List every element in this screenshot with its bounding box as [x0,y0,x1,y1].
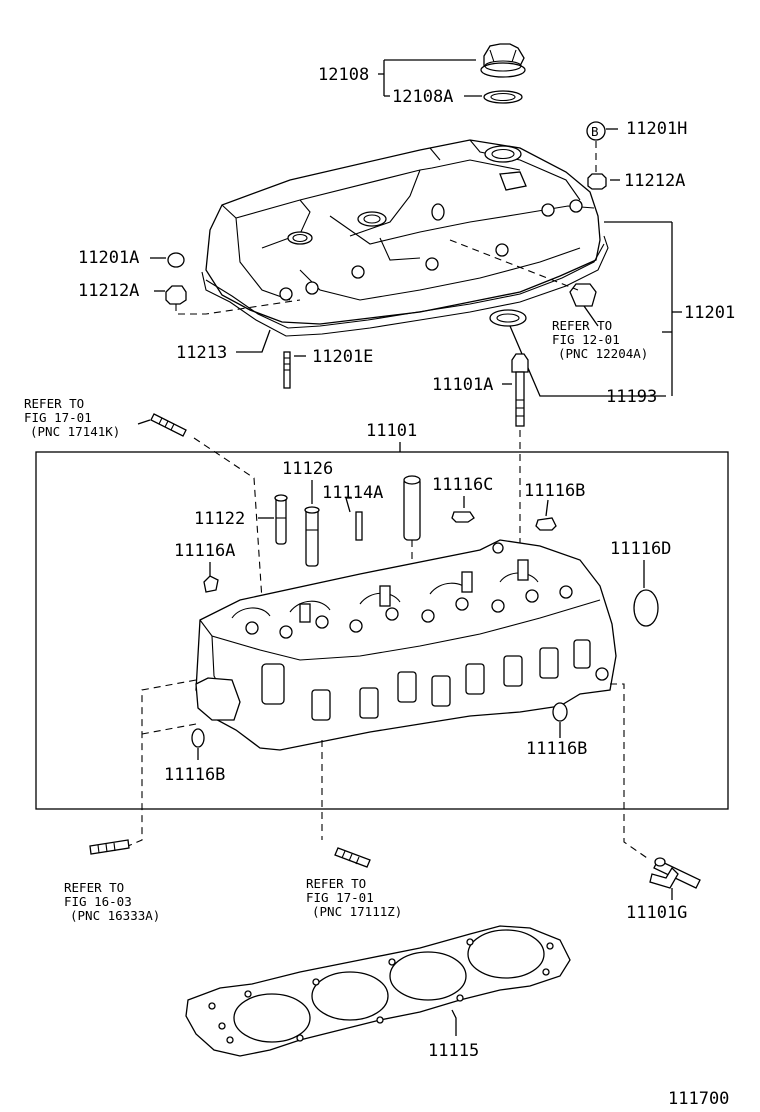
part-label-11201h: 11201H [626,119,687,139]
reference-fig16: REFER TO FIG 16-03 (PNC 16333A) [64,880,160,923]
plug-11116c-drawing [451,511,475,523]
valve-guide-11126-drawing [304,506,320,567]
assembly-11201-bracket [509,221,682,397]
part-label-11122: 11122 [194,509,245,529]
pin-11114a-drawing [355,511,363,541]
bolt-11101a-drawing [511,353,529,427]
plug-11116b-left-drawing [191,728,205,748]
reference-fig17b-line1: REFER TO [306,876,366,891]
reference-fig17-111z: REFER TO FIG 17-01 (PNC 17111Z) [306,876,402,919]
b-marker-label: B [591,124,599,139]
stud-17141k-drawing [150,413,187,437]
part-label-11116a: 11116A [174,541,235,561]
part-label-11101g: 11101G [626,903,687,923]
cylinder-head-body-drawing [195,539,617,751]
grommet-top-drawing [587,173,607,190]
part-label-11116d: 11116D [610,539,671,559]
part-label-11201e: 11201E [312,347,373,367]
reference-fig12-line3: (PNC 12204A) [558,346,648,361]
head-gasket-11115-drawing [185,925,571,1057]
reference-fig17a-line3: (PNC 17141K) [30,424,120,439]
reference-fig17b-line3: (PNC 17111Z) [312,904,402,919]
seal-11193-drawing [489,309,527,327]
cap-nut-left-drawing [167,252,185,268]
reference-fig12: REFER TO FIG 12-01 (PNC 12204A) [552,318,648,361]
union-11101g-drawing [649,857,701,889]
part-label-11212a-top: 11212A [624,171,685,191]
plug-11116b-right-drawing [552,702,568,722]
part-label-11101a: 11101A [432,375,493,395]
part-label-11116b-left: 11116B [164,765,225,785]
part-label-11193: 11193 [606,387,657,407]
part-label-11101: 11101 [366,421,417,441]
part-label-11116b-right: 11116B [526,739,587,759]
stud-11201e-drawing [283,351,291,389]
reference-fig17a-line1: REFER TO [24,396,84,411]
part-label-11126: 11126 [282,459,333,479]
part-label-11115: 11115 [428,1041,479,1061]
part-label-11201: 11201 [684,303,735,323]
part-label-11116c: 11116C [432,475,493,495]
reference-fig17-141k: REFER TO FIG 17-01 (PNC 17141K) [24,396,120,439]
stud-17111z-drawing [334,847,371,868]
reference-fig12-line1: REFER TO [552,318,612,333]
cap-leader-lines [378,59,482,97]
reference-fig17b-line2: FIG 17-01 [306,890,374,905]
oil-fill-grommet-drawing [569,283,597,307]
part-label-11116b-top: 11116B [524,481,585,501]
part-label-11213: 11213 [176,343,227,363]
plug-11116d-drawing [633,589,659,627]
part-label-12108a: 12108A [392,87,453,107]
reference-fig12-line2: FIG 12-01 [552,332,620,347]
diagram-id: 111700 [668,1089,729,1109]
part-label-11201a: 11201A [78,248,139,268]
plug-11116a-drawing [203,575,219,593]
b-marker-circle [586,121,606,141]
sleeve-tube-drawing [403,475,421,541]
reference-fig16-line3: (PNC 16333A) [70,908,160,923]
reference-fig16-line2: FIG 16-03 [64,894,132,909]
grommet-left-drawing [165,285,187,305]
part-label-12108: 12108 [318,65,369,85]
plug-11116b-top-drawing [535,517,557,531]
part-label-11212a-left: 11212A [78,281,139,301]
cylinder-head-assembly-box [35,451,729,810]
reference-fig17a-line2: FIG 17-01 [24,410,92,425]
stud-16333a-drawing [89,839,130,855]
part-label-11114a: 11114A [322,483,383,503]
reference-fig16-line1: REFER TO [64,880,124,895]
valve-guide-11122-drawing [274,494,288,545]
cylinder-head-cover-drawing [201,139,609,337]
oil-filler-cap-drawing [480,43,526,104]
